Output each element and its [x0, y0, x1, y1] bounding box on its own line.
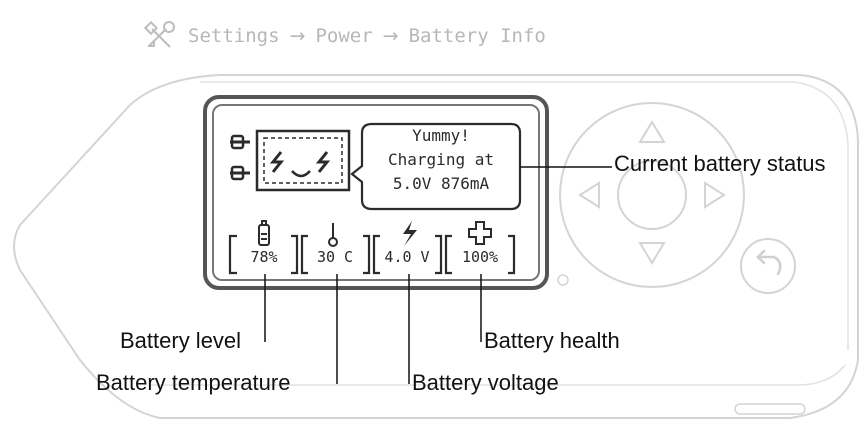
battery-face-icon	[230, 129, 351, 192]
lcd-frame	[203, 95, 549, 290]
breadcrumb-item-settings[interactable]: Settings	[188, 25, 280, 47]
breadcrumb-separator: →	[289, 25, 306, 47]
stat-brackets	[228, 234, 516, 275]
status-bubble-text: Yummy! Charging at 5.0V 876mA	[362, 124, 520, 196]
device-body	[13, 74, 859, 419]
callout-battery-health: Battery health	[484, 328, 620, 353]
settings-tools-icon	[144, 21, 175, 48]
d-pad[interactable]	[559, 102, 745, 288]
battery-temperature-value: 30 C	[316, 248, 354, 266]
battery-voltage-value: 4.0 V	[384, 248, 430, 266]
back-arrow-icon	[756, 249, 782, 276]
lightning-icon	[403, 221, 417, 246]
usb-port	[734, 403, 806, 415]
status-bubble	[350, 122, 522, 211]
d-pad-up-arrow-icon	[638, 120, 666, 143]
d-pad-right-arrow-icon	[704, 181, 726, 209]
health-cross-icon	[468, 221, 492, 245]
callout-battery-level: Battery level	[120, 328, 242, 353]
lcd-inner-frame	[212, 104, 540, 281]
battery-level-value: 78%	[250, 248, 278, 266]
status-line-1: Yummy!	[412, 126, 470, 145]
back-button[interactable]	[740, 238, 796, 294]
led-indicator	[557, 274, 569, 286]
callout-current-battery-status: Current battery status	[614, 151, 826, 176]
breadcrumb-item-power[interactable]: Power	[315, 25, 373, 47]
status-line-2: Charging at	[388, 150, 494, 169]
device-bottom-edge	[150, 364, 846, 386]
callout-battery-temperature: Battery temperature	[96, 370, 291, 395]
d-pad-down-arrow-icon	[638, 242, 666, 265]
callout-battery-voltage: Battery voltage	[412, 370, 559, 395]
thermometer-icon	[328, 223, 338, 247]
battery-icon	[258, 220, 270, 246]
status-line-3: 5.0V 876mA	[392, 174, 490, 193]
breadcrumb-separator: →	[382, 25, 399, 47]
device-inner-edge	[200, 81, 849, 350]
callout-lines	[264, 166, 612, 384]
breadcrumb-item-battery-info[interactable]: Battery Info	[408, 25, 546, 47]
battery-health-value: 100%	[461, 248, 499, 266]
d-pad-left-arrow-icon	[578, 181, 600, 209]
breadcrumb: Settings → Power → Battery Info	[144, 18, 546, 54]
